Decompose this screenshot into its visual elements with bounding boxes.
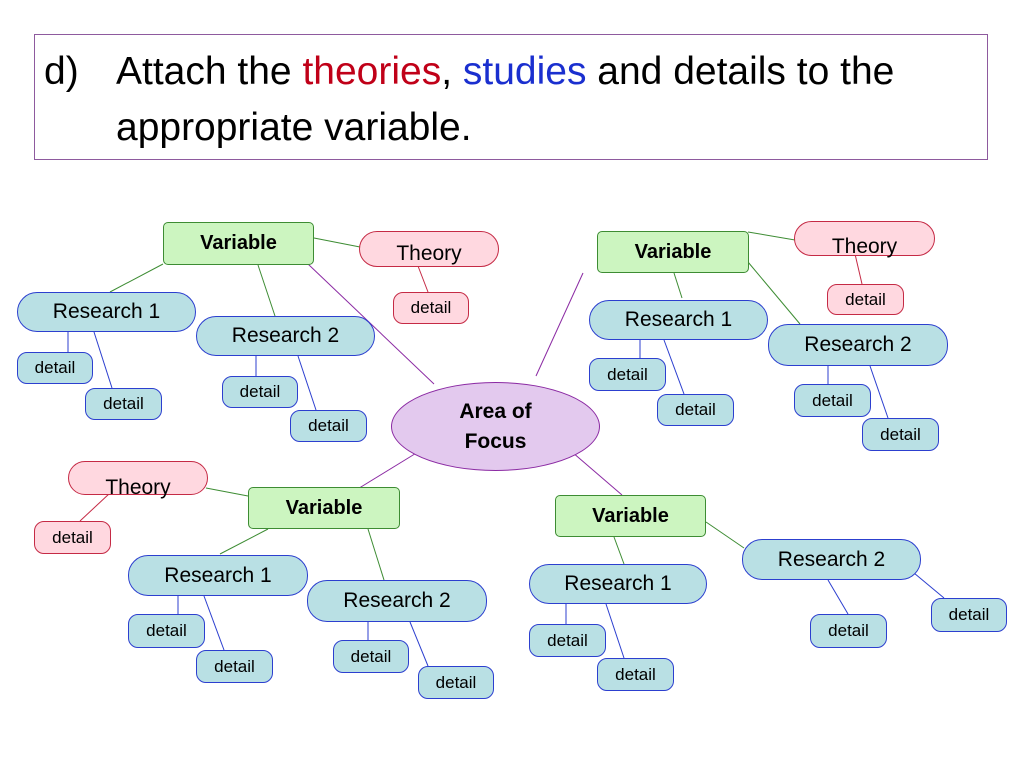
variable-node-1: Variable bbox=[163, 222, 314, 265]
title-part-2: and details to the appropriate variable. bbox=[116, 50, 895, 149]
r2-detail-1-node-1: detail bbox=[222, 376, 298, 408]
r1-detail-1-node-1: detail bbox=[17, 352, 93, 384]
r2-detail-2-node-1: detail bbox=[290, 410, 367, 442]
research-2-node-1: Research 2 bbox=[196, 316, 375, 356]
theory-detail-node-3: detail bbox=[34, 521, 111, 554]
link-c2-research-2 bbox=[747, 261, 801, 325]
research-2-node-4: Research 2 bbox=[742, 539, 921, 580]
research-2-node-3: Research 2 bbox=[307, 580, 487, 622]
theory-node-2: Theory bbox=[794, 221, 935, 258]
research-1-node-3: Research 1 bbox=[128, 555, 308, 596]
center-line-1: Area of bbox=[459, 399, 532, 423]
r1-detail-1-node-4: detail bbox=[529, 624, 606, 657]
link-c3-r1-detail-2 bbox=[203, 595, 225, 651]
link-c1-research-1 bbox=[109, 263, 164, 293]
theory-node-1: Theory bbox=[359, 231, 499, 267]
r1-detail-2-node-3: detail bbox=[196, 650, 273, 683]
r2-detail-2-node-2: detail bbox=[862, 418, 939, 451]
variable-node-2: Variable bbox=[597, 231, 749, 273]
link-c2-theory bbox=[747, 231, 796, 241]
r2-detail-1-node-2: detail bbox=[794, 384, 871, 417]
link-c4-r2-detail-2 bbox=[913, 572, 945, 599]
research-1-node-4: Research 1 bbox=[529, 564, 707, 604]
link-c1-r2-detail-2 bbox=[297, 355, 317, 411]
r2-detail-2-node-3: detail bbox=[418, 666, 494, 699]
link-c4-r1-detail-2 bbox=[605, 603, 625, 659]
title-marker: d) bbox=[44, 50, 79, 93]
r1-detail-2-node-4: detail bbox=[597, 658, 674, 691]
research-1-node-1: Research 1 bbox=[17, 292, 196, 332]
link-c1-research-2 bbox=[257, 264, 276, 317]
title-theories: theories bbox=[302, 50, 442, 93]
research-2-node-2: Research 2 bbox=[768, 324, 948, 366]
r1-detail-2-node-2: detail bbox=[657, 394, 734, 426]
r1-detail-1-node-3: detail bbox=[128, 614, 205, 648]
link-c2-research-1 bbox=[673, 272, 683, 299]
link-c3-theory bbox=[205, 487, 249, 497]
r2-detail-2-node-4: detail bbox=[931, 598, 1007, 632]
theory-node-3: Theory bbox=[68, 461, 208, 499]
r1-detail-1-node-2: detail bbox=[589, 358, 666, 391]
link-center-variable-3 bbox=[355, 451, 419, 491]
link-c3-research-1 bbox=[219, 528, 269, 555]
link-c4-research-2 bbox=[705, 521, 745, 549]
link-c3-theory-detail bbox=[79, 492, 111, 522]
r2-detail-1-node-4: detail bbox=[810, 614, 887, 648]
variable-node-3: Variable bbox=[248, 487, 400, 529]
link-c4-r2-detail-1 bbox=[827, 579, 849, 615]
r1-detail-2-node-1: detail bbox=[85, 388, 162, 420]
center-line-2: Focus bbox=[464, 429, 527, 453]
area-of-focus-node: Area of Focus bbox=[391, 382, 600, 471]
theory-detail-node-1: detail bbox=[393, 292, 469, 324]
title-comma: , bbox=[441, 50, 463, 93]
link-c1-theory-detail bbox=[417, 265, 429, 293]
link-c3-r2-detail-2 bbox=[409, 621, 429, 667]
title-studies: studies bbox=[462, 50, 587, 93]
link-c4-research-1 bbox=[613, 536, 625, 565]
link-center-variable-2 bbox=[535, 272, 584, 377]
link-c2-theory-detail bbox=[854, 253, 863, 285]
link-c2-r2-detail-2 bbox=[869, 365, 889, 419]
research-1-node-2: Research 1 bbox=[589, 300, 768, 340]
link-c1-theory bbox=[313, 237, 361, 248]
title-part-1: Attach the bbox=[116, 50, 303, 93]
r2-detail-1-node-3: detail bbox=[333, 640, 409, 673]
variable-node-4: Variable bbox=[555, 495, 706, 537]
link-c3-research-2 bbox=[367, 528, 385, 581]
theory-detail-node-2: detail bbox=[827, 284, 904, 315]
title-frame bbox=[34, 34, 988, 160]
link-center-variable-4 bbox=[571, 451, 623, 496]
link-c1-r1-detail-2 bbox=[93, 331, 113, 389]
title-body: Attach the theories, studies and details… bbox=[116, 44, 976, 156]
link-c2-r1-detail-2 bbox=[663, 339, 685, 395]
